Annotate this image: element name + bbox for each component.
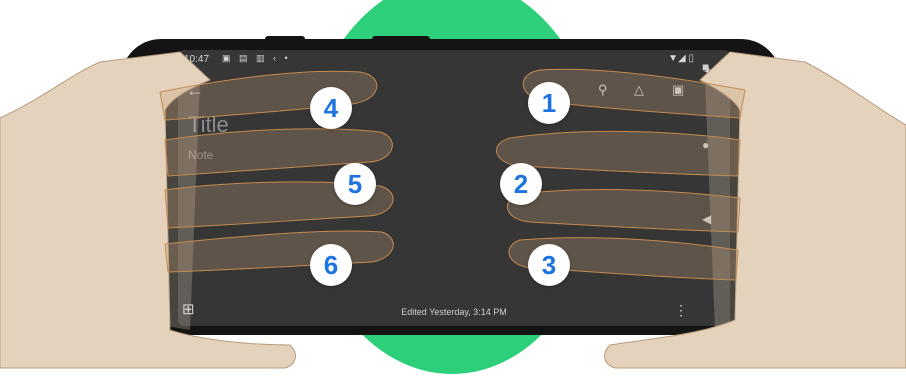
touch-point-2: 2 [500, 163, 542, 205]
touch-point-1: 1 [528, 82, 570, 124]
touch-point-6: 6 [310, 244, 352, 286]
right-finger-3 [507, 190, 740, 232]
touch-point-3: 3 [528, 244, 570, 286]
touch-point-4: 4 [310, 87, 352, 129]
touch-point-5: 5 [334, 163, 376, 205]
left-finger-4 [165, 231, 393, 272]
